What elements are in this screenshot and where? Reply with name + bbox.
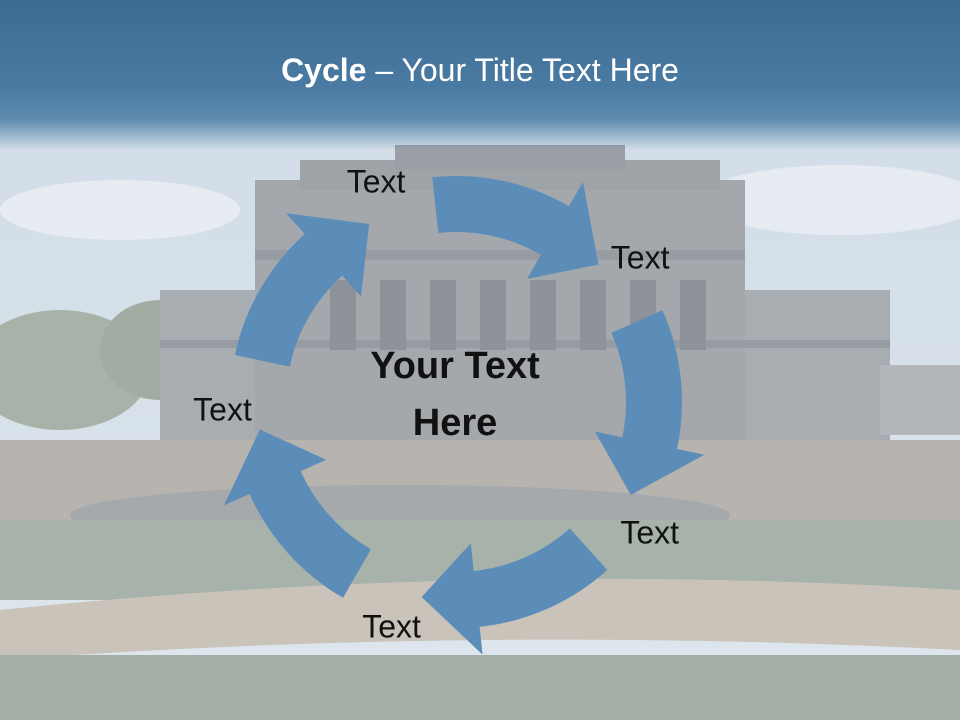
cycle-arrow-2	[594, 310, 705, 495]
slide-title: Cycle – Your Title Text Here	[0, 52, 960, 89]
center-text: Your Text Here	[370, 345, 540, 444]
cycle-arrows	[223, 176, 705, 655]
cycle-node-label-5: Text	[193, 391, 252, 428]
cycle-node-label-3: Text	[620, 514, 680, 551]
title-bar	[0, 0, 960, 150]
cycle-node-label-1: Text	[346, 163, 406, 200]
cycle-node-label-2: Text	[610, 239, 670, 276]
cycle-arrow-3	[421, 528, 608, 655]
cycle-arrow-1	[432, 176, 599, 280]
title-bold: Cycle	[281, 52, 367, 88]
title-rest: – Your Title Text Here	[366, 52, 679, 88]
cycle-node-label-4: Text	[362, 608, 421, 645]
cycle-arrow-4	[223, 429, 371, 598]
cycle-arrow-5	[234, 213, 370, 367]
